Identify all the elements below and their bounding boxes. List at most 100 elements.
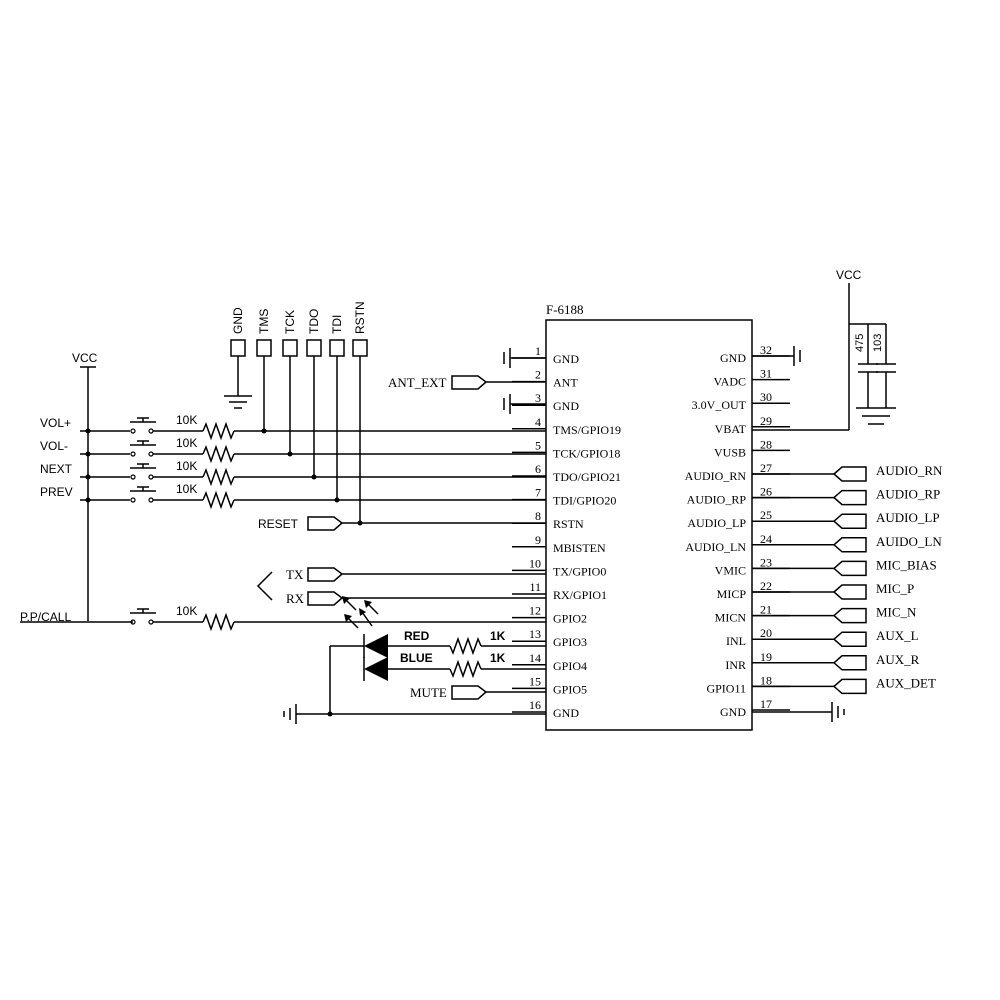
chip-pin-label: MICN — [715, 611, 747, 625]
button-resistor-label: 10K — [176, 459, 197, 473]
tx-label: TX — [286, 567, 304, 582]
vcc-right-label: VCC — [836, 268, 862, 282]
chip-pin-number: 6 — [535, 462, 541, 476]
chip-pin-number: 1 — [535, 344, 541, 358]
button-label: VOL- — [40, 439, 68, 453]
chip-pin-number: 7 — [535, 486, 541, 500]
right-port-label: AUDIO_RP — [876, 487, 940, 502]
chip-pin-label: TX/GPIO0 — [553, 564, 606, 578]
pin16-ground — [283, 704, 546, 724]
right-port: AUX_L — [752, 628, 919, 647]
right-port-label: AUX_DET — [876, 675, 936, 690]
chip-pin-label: GND — [720, 351, 746, 365]
right-port-label: AUIDO_LN — [876, 534, 942, 549]
reset-label: RESET — [258, 517, 299, 531]
led-red-resistor-label: 1K — [490, 629, 506, 643]
chip-pin-number: 8 — [535, 509, 541, 523]
mute-port: MUTE — [410, 685, 546, 700]
button-row-vol: VOL-10K — [40, 436, 546, 464]
ppcall-row: P.P/CALL 10K — [20, 604, 546, 632]
chip-pin-label: VUSB — [714, 445, 746, 459]
chip-pin-number: 15 — [529, 674, 541, 688]
chip-pin-number: 9 — [535, 533, 541, 547]
button-row-next: NEXT 10K — [40, 459, 546, 487]
mute-label: MUTE — [410, 685, 447, 700]
chip-pin-number: 3 — [535, 391, 541, 405]
chip-pin-number: 13 — [529, 627, 541, 641]
ppcall-resistor-label: 10K — [176, 604, 197, 618]
ant-ext-port: ANT_EXT — [388, 375, 546, 390]
button-label: PREV — [40, 485, 73, 499]
button-resistor-label: 10K — [176, 482, 197, 496]
chip-pin-label: GND — [553, 352, 579, 366]
jtag-pin-label: TDI — [330, 315, 344, 334]
chip-pin-number: 19 — [760, 650, 772, 664]
chip-pin-label: RSTN — [553, 517, 584, 531]
chip-pin-number: 11 — [529, 580, 541, 594]
chip-pin-number: 21 — [760, 603, 772, 617]
jtag-pin-label: RSTN — [353, 301, 367, 334]
right-port: AUX_R — [752, 652, 920, 671]
chip-pin-label: GND — [553, 706, 579, 720]
jtag-pin-tdo: TDO — [306, 309, 322, 480]
chip-pin-label: TDI/GPIO20 — [553, 494, 616, 508]
chip-pin-number: 32 — [760, 343, 772, 357]
right-port: AUDIO_RN — [752, 463, 943, 482]
chip-pin-number: 30 — [760, 390, 772, 404]
ant-ext-label: ANT_EXT — [388, 375, 447, 390]
chip-pin-number: 23 — [760, 555, 772, 569]
chip-pin-label: TMS/GPIO19 — [553, 423, 621, 437]
cap-103-label: 103 — [872, 334, 884, 352]
cap-475-label: 475 — [854, 334, 866, 352]
chip-pin-label: GPIO2 — [553, 612, 587, 626]
chip-pin-label: GPIO11 — [706, 681, 746, 695]
jtag-pin-rstn: RSTN — [352, 301, 368, 523]
chip-pin-label: 3.0V_OUT — [692, 398, 747, 412]
tx-port: TX — [286, 567, 546, 582]
right-port: AUIDO_LN — [752, 534, 942, 553]
button-row-vol: VOL+10K — [40, 413, 546, 441]
chip-pin-number: 29 — [760, 414, 772, 428]
button-label: NEXT — [40, 462, 73, 476]
chip-pin-label: AUDIO_RP — [687, 493, 747, 507]
chip-pin-number: 31 — [760, 367, 772, 381]
right-port-label: MIC_BIAS — [876, 557, 937, 572]
chip-pin-label: GND — [720, 705, 746, 719]
jtag-pin-gnd: GND — [230, 307, 246, 357]
jtag-pin-tdi: TDI — [329, 315, 345, 503]
ppcall-label: P.P/CALL — [20, 610, 71, 624]
chip-pin-number: 28 — [760, 437, 772, 451]
vcc-left: VCC — [72, 351, 98, 621]
chip-pin-label: AUDIO_LP — [687, 516, 746, 530]
right-port-label: MIC_N — [876, 605, 917, 620]
chip-pin-label: GPIO3 — [553, 635, 587, 649]
right-port-label: AUDIO_LP — [876, 510, 940, 525]
jtag-pin-label: TDO — [307, 309, 321, 334]
chip-pin-number: 10 — [529, 556, 541, 570]
chip-pin-label: INR — [725, 658, 746, 672]
chip-pin-number: 16 — [529, 698, 541, 712]
jtag-pin-label: TCK — [283, 310, 297, 334]
right-port: MIC_P — [752, 581, 914, 600]
tx-rx-bracket — [256, 571, 273, 601]
right-port: AUDIO_LP — [752, 510, 940, 529]
led-red-symbol — [364, 634, 388, 658]
